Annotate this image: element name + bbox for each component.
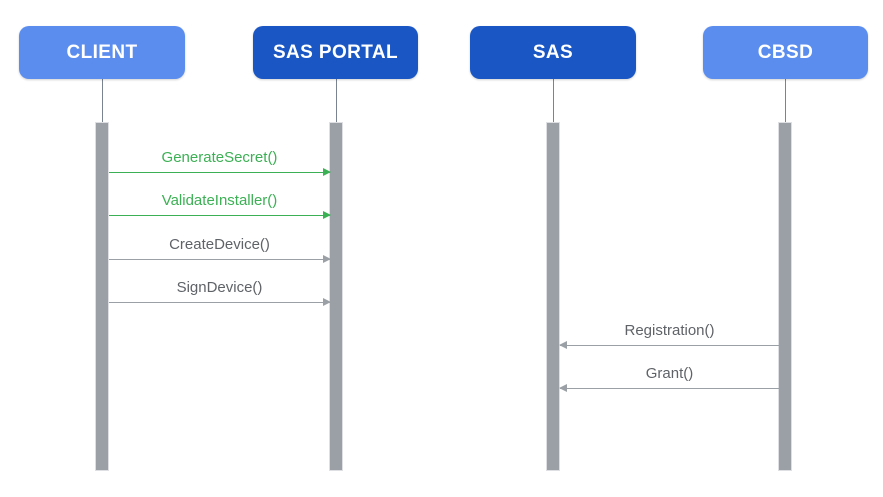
participant-label-sas-portal: SAS PORTAL: [272, 41, 399, 63]
participant-box-cbsd[interactable]: CBSD: [703, 26, 868, 79]
message-line-create-device: [109, 259, 330, 260]
arrowhead-left-icon: [559, 341, 567, 349]
arrowhead-right-icon: [323, 255, 331, 263]
lifeline-sas-portal: [336, 79, 337, 122]
activation-bar-client: [95, 122, 109, 471]
activation-bar-sas-portal: [329, 122, 343, 471]
arrowhead-right-icon: [323, 168, 331, 176]
message-label-sign-device: SignDevice(): [176, 279, 263, 296]
participant-label-sas: SAS: [532, 41, 574, 63]
participant-box-client[interactable]: CLIENT: [19, 26, 185, 79]
participant-label-client: CLIENT: [66, 41, 138, 63]
lifeline-cbsd: [785, 79, 786, 122]
message-label-create-device: CreateDevice(): [169, 236, 270, 253]
message-line-generate-secret: [109, 172, 330, 173]
message-label-generate-secret: GenerateSecret(): [161, 149, 278, 166]
message-line-grant: [560, 388, 779, 389]
message-label-grant: Grant(): [645, 365, 694, 382]
message-label-validate-installer: ValidateInstaller(): [161, 192, 278, 209]
participant-box-sas-portal[interactable]: SAS PORTAL: [253, 26, 418, 79]
arrowhead-right-icon: [323, 298, 331, 306]
arrowhead-left-icon: [559, 384, 567, 392]
lifeline-client: [102, 79, 103, 122]
message-line-validate-installer: [109, 215, 330, 216]
message-line-registration: [560, 345, 779, 346]
message-label-registration: Registration(): [624, 322, 715, 339]
arrowhead-right-icon: [323, 211, 331, 219]
lifeline-sas: [553, 79, 554, 122]
participant-label-cbsd: CBSD: [757, 41, 814, 63]
participant-box-sas[interactable]: SAS: [470, 26, 636, 79]
activation-bar-sas: [546, 122, 560, 471]
message-line-sign-device: [109, 302, 330, 303]
activation-bar-cbsd: [778, 122, 792, 471]
